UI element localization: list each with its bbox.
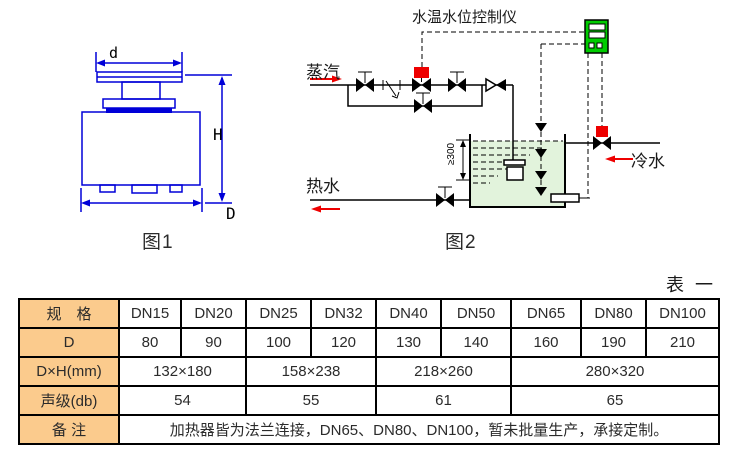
- d-cell: 90: [180, 327, 247, 358]
- cold-water-line: [565, 126, 660, 150]
- row-header-d: D: [18, 327, 120, 358]
- water-level-lines: [473, 140, 563, 184]
- sound-cell: 61: [375, 385, 512, 416]
- table-row-sound: 声级(db) 54 55 61 65: [18, 385, 720, 416]
- d-cell: 190: [580, 327, 647, 358]
- spec-cell: DN50: [440, 298, 512, 329]
- d-cell: 160: [510, 327, 582, 358]
- H-dimension: [185, 74, 232, 202]
- figure1-caption: 图1: [142, 232, 174, 253]
- spec-cell: DN32: [310, 298, 377, 329]
- fig1-dim-D-label: D: [226, 204, 236, 223]
- spec-cell: DN25: [245, 298, 312, 329]
- row-header-sound: 声级(db): [18, 385, 120, 416]
- dxh-cell: 280×320: [510, 356, 720, 387]
- cold-water-label: 冷水: [631, 152, 665, 171]
- control-wiring: [421, 31, 603, 199]
- dxh-cell: 218×260: [375, 356, 512, 387]
- d-cell: 120: [310, 327, 377, 358]
- sound-cell: 65: [510, 385, 720, 416]
- d-cell: 80: [118, 327, 182, 358]
- heater-body-outline: [81, 71, 201, 194]
- bypass-gate-valve: [414, 92, 432, 113]
- level-electrodes: [535, 44, 547, 196]
- dxh-cell: 132×180: [118, 356, 247, 387]
- spec-table: 规 格 DN15 DN20 DN25 DN32 DN40 DN50 DN65 D…: [18, 298, 720, 445]
- dxh-cell: 158×238: [245, 356, 377, 387]
- sound-cell: 55: [245, 385, 377, 416]
- table-row-d: D 80 90 100 120 130 140 160 190 210: [18, 327, 720, 358]
- d-cell: 100: [245, 327, 312, 358]
- d-dimension: [95, 52, 183, 72]
- hot-water-label: 热水: [306, 177, 340, 196]
- d-cell: 130: [375, 327, 442, 358]
- controller-label: 水温水位控制仪: [412, 9, 518, 26]
- note-cell: 加热器皆为法兰连接，DN65、DN80、DN100，暂未批量生产，承接定制。: [118, 414, 720, 445]
- table-row-note: 备 注 加热器皆为法兰连接，DN65、DN80、DN100，暂未批量生产，承接定…: [18, 414, 720, 445]
- d-cell: 210: [645, 327, 720, 358]
- spec-cell: DN20: [180, 298, 247, 329]
- steam-solenoid-valve: [412, 67, 431, 92]
- fig1-dim-h-label: H: [213, 125, 223, 144]
- spec-cell: DN15: [118, 298, 182, 329]
- figure2-caption: 图2: [445, 232, 477, 253]
- D-dimension: [80, 188, 232, 212]
- check-valve: [485, 77, 506, 93]
- min-depth-dimension: [456, 139, 470, 181]
- row-header-note: 备 注: [18, 414, 120, 445]
- sound-cell: 54: [118, 385, 247, 416]
- spec-cell: DN40: [375, 298, 442, 329]
- table-row-dxh: D×H(mm) 132×180 158×238 218×260 280×320: [18, 356, 720, 387]
- steam-gate-valve-1: [356, 71, 374, 92]
- figure1-drawing: [80, 52, 232, 212]
- flow-arrows: [310, 75, 633, 213]
- row-header-dxh: D×H(mm): [18, 356, 120, 387]
- fig1-dim-d-label: d: [109, 44, 119, 62]
- steam-gate-valve-2: [448, 71, 466, 92]
- controller-box: [584, 19, 609, 54]
- table-row-spec: 规 格 DN15 DN20 DN25 DN32 DN40 DN50 DN65 D…: [18, 298, 720, 329]
- steam-line: [310, 84, 514, 160]
- strainer: [382, 80, 401, 99]
- figure2-schematic: [310, 19, 660, 213]
- spec-cell: DN65: [510, 298, 582, 329]
- hot-water-line: [310, 186, 470, 207]
- steam-label: 蒸汽: [306, 63, 340, 82]
- row-header-spec: 规 格: [18, 298, 120, 329]
- d-cell: 140: [440, 327, 512, 358]
- spec-cell: DN100: [645, 298, 720, 329]
- min-depth-label: ≥300: [446, 142, 457, 166]
- immersed-heater: [503, 159, 526, 181]
- spec-cell: DN80: [580, 298, 647, 329]
- table-title: 表 一: [665, 275, 716, 295]
